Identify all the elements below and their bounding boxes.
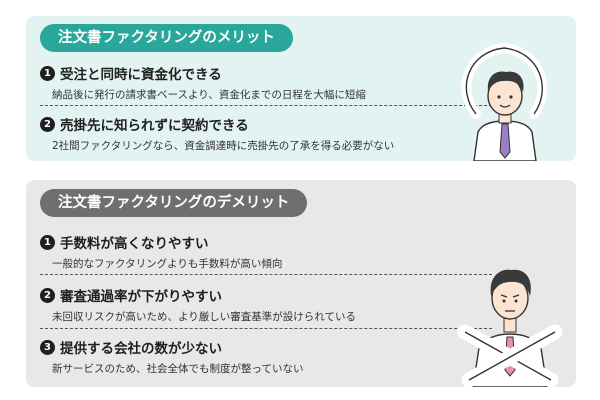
dashed-divider bbox=[40, 274, 492, 275]
merit-item-desc: 納品後に発行の請求書ベースより、資金化までの日程を大幅に短縮 bbox=[52, 89, 366, 101]
demerit-item-heading: 審査通過率が下がりやすい bbox=[60, 289, 222, 305]
demerit-item-desc: 一般的なファクタリングよりも手数料が高い傾向 bbox=[52, 258, 283, 270]
man-ok-pose-illustration bbox=[461, 42, 548, 161]
number-badge-2: 2 bbox=[40, 287, 55, 303]
merit-item-desc: 2社間ファクタリングなら、資金調達時に売掛先の了承を得る必要がない bbox=[52, 140, 395, 152]
demerit-item-desc: 未回収リスクが高いため、より厳しい審査基準が設けられている bbox=[52, 311, 356, 323]
merit-item-2: 2 売掛先に知られずに契約できる 2社間ファクタリングなら、資金調達時に売掛先の… bbox=[40, 114, 394, 153]
demerit-item-heading: 手数料が高くなりやすい bbox=[60, 236, 209, 252]
dashed-divider bbox=[40, 105, 492, 106]
number-badge-3: 3 bbox=[40, 339, 55, 355]
merit-item-heading: 受注と同時に資金化できる bbox=[60, 67, 222, 83]
merit-title: 注文書ファクタリングのメリット bbox=[40, 24, 293, 52]
demerit-item-desc: 新サービスのため、社会全体でも制度が整っていない bbox=[52, 363, 304, 375]
merit-item-1: 1 受注と同時に資金化できる 納品後に発行の請求書ベースより、資金化までの日程を… bbox=[40, 63, 366, 102]
number-badge-2: 2 bbox=[40, 116, 55, 132]
number-badge-1: 1 bbox=[40, 65, 55, 81]
man-ng-pose-illustration bbox=[457, 269, 563, 387]
dashed-divider bbox=[40, 328, 492, 329]
merit-item-heading: 売掛先に知られずに契約できる bbox=[60, 118, 249, 134]
merit-panel: 注文書ファクタリングのメリット 1 受注と同時に資金化できる 納品後に発行の請求… bbox=[26, 16, 576, 161]
demerit-item-heading: 提供する会社の数が少ない bbox=[60, 341, 222, 357]
demerit-item-2: 2 審査通過率が下がりやすい 未回収リスクが高いため、より厳しい審査基準が設けら… bbox=[40, 285, 356, 324]
demerit-title: 注文書ファクタリングのデメリット bbox=[40, 189, 308, 217]
demerit-panel: 注文書ファクタリングのデメリット 1 手数料が高くなりやすい 一般的なファクタリ… bbox=[26, 180, 576, 387]
demerit-item-1: 1 手数料が高くなりやすい 一般的なファクタリングよりも手数料が高い傾向 bbox=[40, 232, 282, 271]
demerit-item-3: 3 提供する会社の数が少ない 新サービスのため、社会全体でも制度が整っていない bbox=[40, 337, 303, 376]
number-badge-1: 1 bbox=[40, 234, 55, 250]
